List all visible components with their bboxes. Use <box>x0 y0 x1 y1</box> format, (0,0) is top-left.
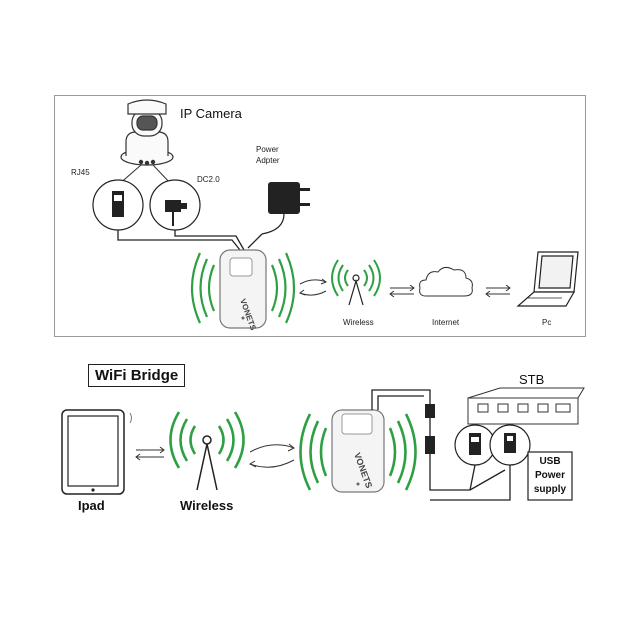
ethernet-port-zoom-icon <box>454 424 496 466</box>
ipad-icon <box>61 409 132 495</box>
wireless-label-bottom: Wireless <box>180 498 234 513</box>
signal-waves-top-device <box>190 252 296 324</box>
internet-cloud-icon <box>419 266 473 297</box>
usb-supply-label-line2: Power <box>534 470 565 481</box>
rj45-label: RJ45 <box>71 168 90 177</box>
ip-camera-label: IP Camera <box>180 106 242 121</box>
usb-port-zoom-icon <box>489 424 531 466</box>
usb-power-supply-box <box>527 451 573 501</box>
dc-connector-icon <box>149 179 201 231</box>
ipad-label: Ipad <box>78 498 105 513</box>
arrows-ipad-wireless <box>135 446 165 461</box>
power-adapter-label-line1: Power <box>256 145 279 154</box>
laptop-pc-icon <box>516 251 579 307</box>
curved-arrows-bottom <box>248 443 295 468</box>
wireless-tower-top-icon <box>331 259 381 306</box>
wifi-bridge-device-top <box>219 249 267 329</box>
usb-supply-label-line3: supply <box>533 484 567 495</box>
stb-box-icon <box>467 387 585 425</box>
arrows-wireless-internet <box>389 284 415 298</box>
power-adapter-icon <box>261 182 310 235</box>
power-adapter-label-line2: Adpter <box>256 156 280 165</box>
curved-arrows-top <box>298 278 328 296</box>
pc-label: Pc <box>542 318 552 327</box>
internet-label: Internet <box>432 318 460 327</box>
dc-label: DC2.0 <box>197 175 220 184</box>
signal-waves-bottom-device <box>299 413 417 491</box>
arrows-internet-pc <box>485 284 511 298</box>
usb-supply-label-line1: USB <box>539 456 561 467</box>
rj45-port-icon <box>92 179 144 231</box>
inline-connectors <box>425 404 435 454</box>
wifi-bridge-title: WiFi Bridge <box>88 364 186 387</box>
wireless-tower-bottom-icon <box>169 411 245 491</box>
wireless-label-top: Wireless <box>343 318 374 327</box>
wifi-bridge-device-bottom <box>331 409 385 493</box>
stb-label: STB <box>519 372 545 387</box>
ip-camera-icon <box>120 99 174 166</box>
